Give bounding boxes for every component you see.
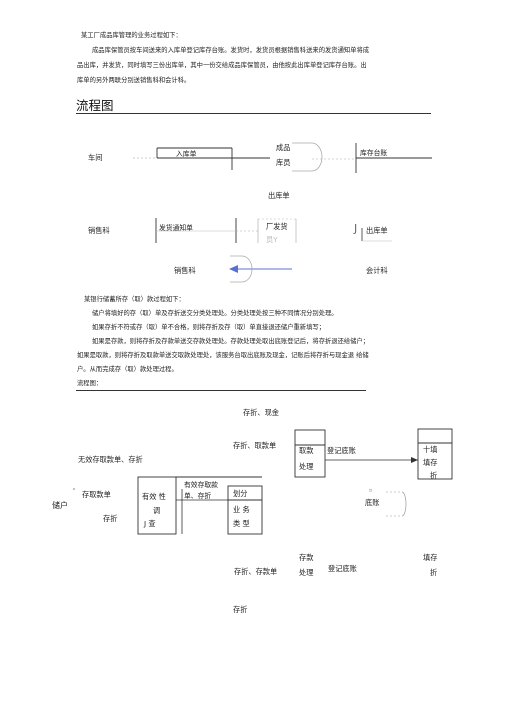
node-xiaoshouke-bottom: 销售科 xyxy=(174,266,196,275)
flow-youxiao-line2: 单、存折 xyxy=(184,492,212,500)
section2-line-5: 户。从而完成存（取）款处理过程。 xyxy=(77,366,178,373)
node-tianxie-top-line3: 折 xyxy=(430,471,438,480)
store-kucun-taizhang: 库存台账 xyxy=(360,149,388,157)
flow-cunzhe-left: 存折 xyxy=(103,514,118,523)
node-cunkuan-line1: 存款 xyxy=(299,553,314,562)
section1-heading: 流程图 xyxy=(76,98,114,113)
node-chengpin-line2: 库员 xyxy=(276,158,291,167)
flow-cunqukuandan: 存取款单 xyxy=(82,490,111,499)
section1-para-line-2: 品出库，并发货，同时填写三份出库单，其中一份交给成品库保管员，由他按此出库单登记… xyxy=(77,62,367,69)
section2-line-4: 如果是取款，则将存折及取款单送交取款处理处，该服务台取出底账及现金，记账后将存折… xyxy=(77,352,369,359)
node-qukuan-line1: 取款 xyxy=(299,446,314,455)
store-chukudan-right: 出库单 xyxy=(366,226,388,235)
store-fahuo-tongzhidan: 发货通知单 xyxy=(159,224,193,232)
node-tianxie-bottom-line2: 折 xyxy=(430,568,438,577)
section2-line-2: 如果存折不符或存（取）单不合格，则将存折及存（取）单直接退还储户重新填写； xyxy=(92,324,325,331)
node-tianxie-top-line2: 填存 xyxy=(423,458,438,467)
flow-youxiao-line1: 有效存取款 xyxy=(184,481,218,489)
section1-para-line-3: 库单的另外两联分别送销售科和会计科。 xyxy=(77,77,191,84)
node-chengpin-line1: 成品 xyxy=(276,143,291,152)
flow-chukudan-top: 出库单 xyxy=(268,191,290,200)
flow-cunzhe-xianjin: 存折、现金 xyxy=(243,408,279,417)
node-fenlei: 划分 xyxy=(233,489,248,498)
section2-underline xyxy=(76,390,366,391)
node-chuhu: 储户 xyxy=(52,501,68,510)
node-tianxie-bottom-line1: 填存 xyxy=(423,553,438,562)
node-changfahuo-line2: 员Y xyxy=(266,235,278,244)
flow-dengji-dizhang-top: 登记底账 xyxy=(327,446,356,455)
section2-diagram-label: 流程图： xyxy=(77,380,103,387)
flow-wuxiao: 无效存取款单、存折 xyxy=(78,455,143,464)
node-youxiao-line1: 有效 性 xyxy=(142,492,166,501)
node-kuaijike: 会计科 xyxy=(366,266,388,275)
section2-intro: 某银行储蓄所存（取）款过程如下： xyxy=(84,296,185,303)
node-xiaoshouke-left: 销售科 xyxy=(88,226,110,235)
section2-line-1: 储户将填好的存（取）单及存折送交分类处理处。分类处理处按三种不同情况分别处理。 xyxy=(92,310,338,317)
flow-dengji-dizhang-bottom: 登记底账 xyxy=(328,564,357,573)
flow-cunzhe-bottom: 存折 xyxy=(233,605,248,614)
flow-cunzhe-qukuandan: 存折、取款单 xyxy=(233,441,277,450)
flow-cunzhe-cunkuandan: 存折、存款单 xyxy=(234,567,278,576)
section2-line-3: 如果是存款，则将存折及存款单送交存款处理处。存款处理处取出底账登记后，将存折退还… xyxy=(92,338,370,345)
node-yewu-line2: 类 型 xyxy=(233,519,250,528)
hook-mark: J xyxy=(354,222,358,235)
store-dizhang: 底账 xyxy=(365,498,380,507)
node-qukuan-line2: 处理 xyxy=(299,462,314,471)
dizhang-mark: ¤ xyxy=(369,488,373,494)
node-cunkuan-line2: 处理 xyxy=(299,568,314,577)
node-changfahuo-line1: 厂发货 xyxy=(266,222,288,231)
tick-mark: ' xyxy=(73,486,75,495)
store-rukudan: 入库单 xyxy=(176,150,197,158)
heading-underline xyxy=(76,113,431,114)
node-youxiao-line2: 调 xyxy=(153,506,161,515)
node-chejian: 车间 xyxy=(88,153,103,162)
node-tianxie-top-line1: 十填 xyxy=(423,445,438,454)
node-youxiao-line3: J 查 xyxy=(144,519,156,528)
node-yewu-line1: 业 务 xyxy=(233,505,250,514)
section1-para-line-1: 成品库保管员按车间送来的入库单登记库存台账。发货时，发货员根据销售科送来的发货通… xyxy=(92,47,370,54)
section1-intro: 某工厂成品库管理的业务过程如下： xyxy=(81,32,182,39)
